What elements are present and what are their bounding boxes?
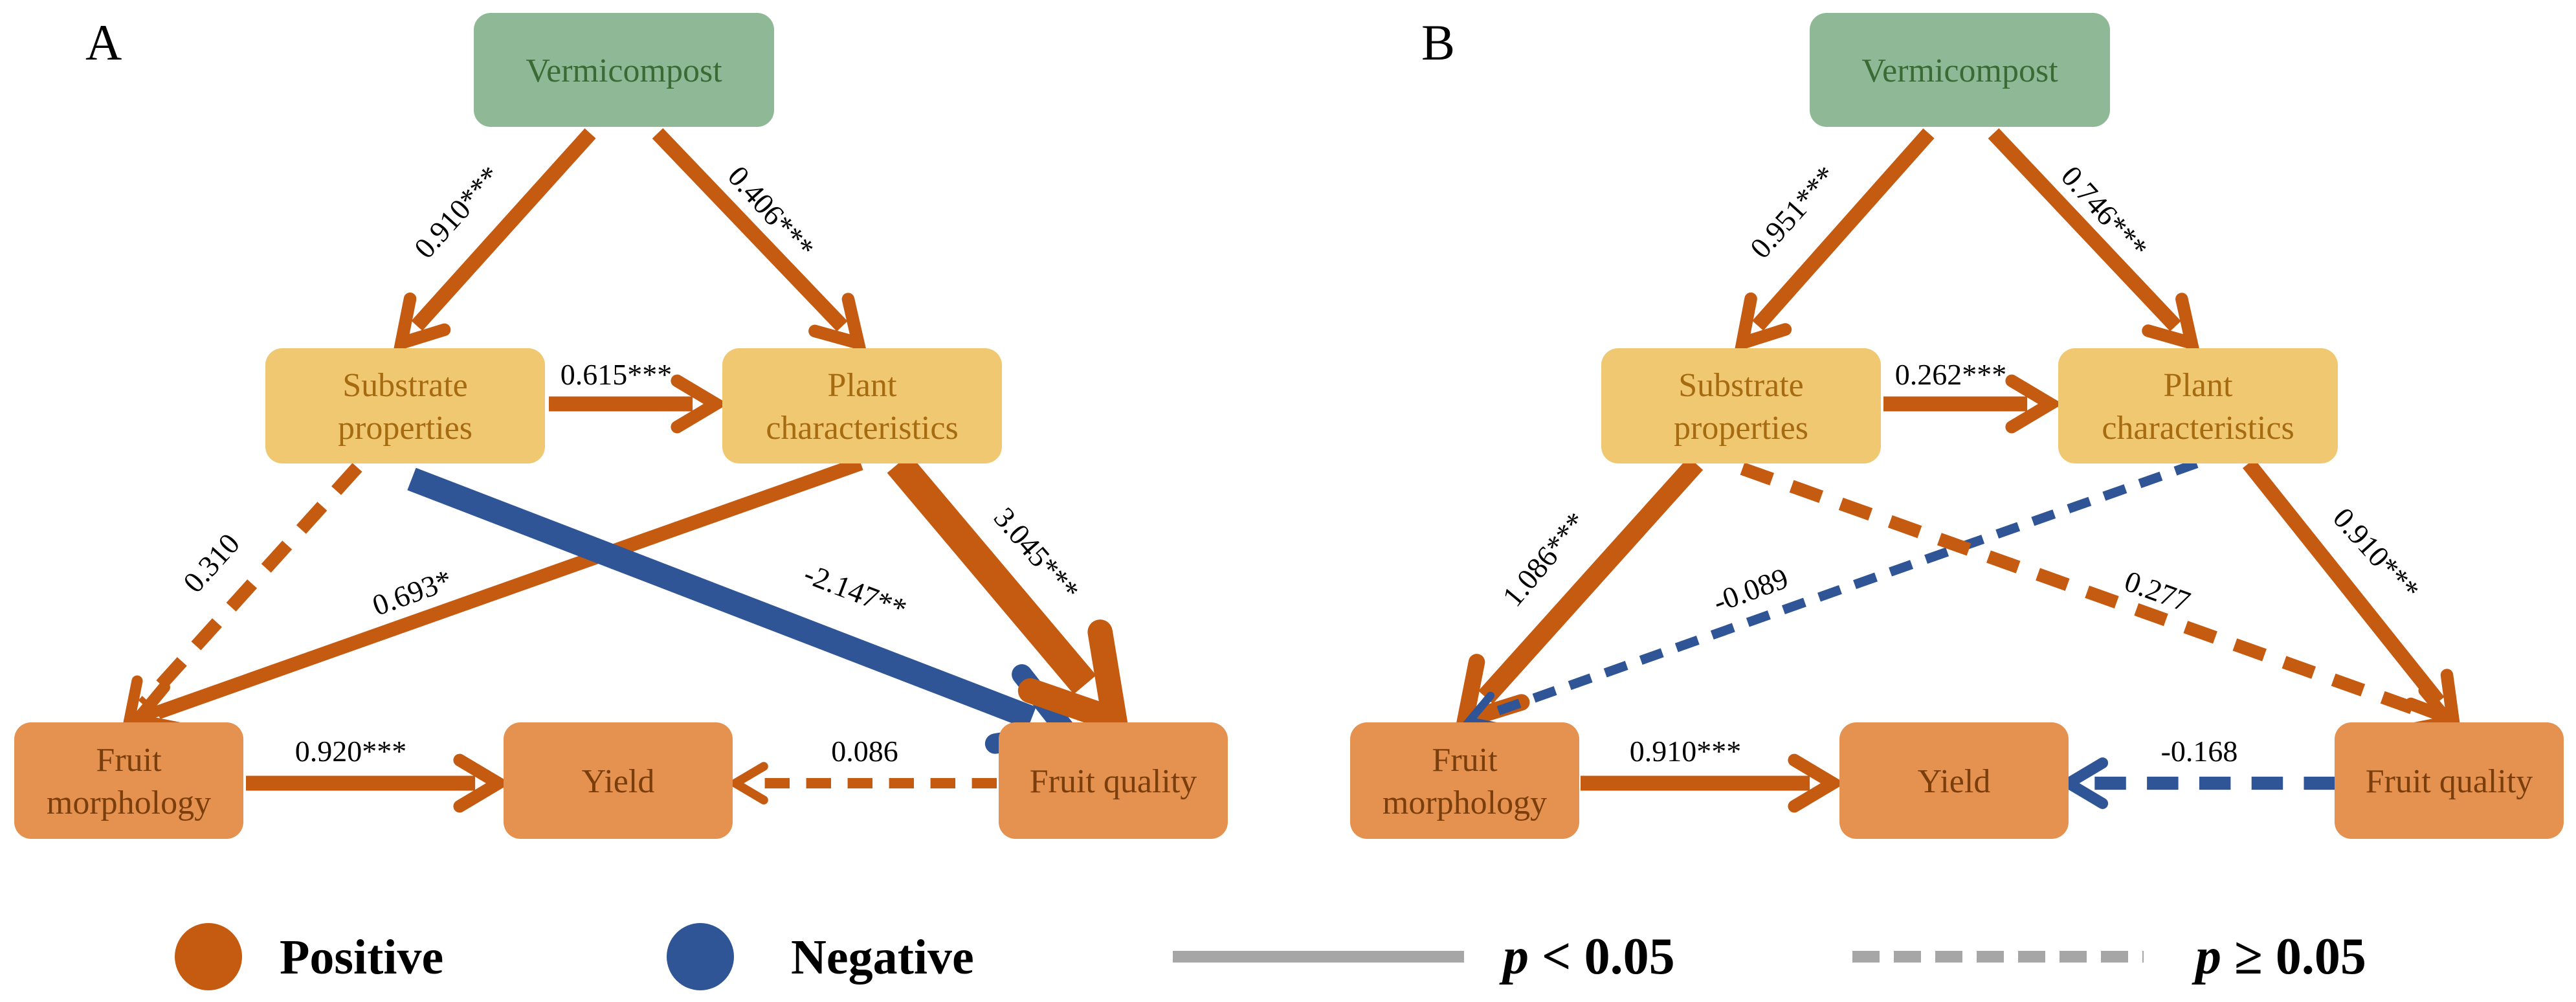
legend-negative-marker	[667, 923, 734, 990]
node-morphology: Fruit morphology	[14, 722, 243, 839]
node-plant: Plant characteristics	[2058, 348, 2338, 463]
node-label: characteristics	[766, 410, 958, 447]
node-substrate: Substrate properties	[265, 348, 545, 463]
path-vermicompost-to-substrate-shaft	[411, 128, 596, 331]
coefficient-label: 0.615***	[561, 358, 672, 391]
node-quality: Fruit quality	[999, 722, 1228, 839]
node-box	[999, 722, 1228, 839]
node-box	[265, 348, 545, 463]
node-box	[1350, 722, 1579, 839]
path-substrate-to-quality-shaft	[407, 467, 1036, 729]
path-morphology-to-yield-arrowhead	[453, 753, 511, 813]
coefficient-label: 0.910***	[1630, 735, 1742, 768]
paths	[122, 128, 1131, 813]
node-label: Yield	[1918, 763, 1991, 800]
node-box	[2335, 722, 2564, 839]
path-substrate-to-quality-shaft	[1740, 462, 2432, 720]
coefficient-label: 0.086	[831, 735, 898, 768]
node-label: Vermicompost	[526, 52, 722, 89]
node-label: Yield	[582, 763, 655, 800]
node-substrate: Substrate properties	[1601, 348, 1881, 463]
node-label: Fruit	[96, 742, 162, 779]
path-vermicompost-to-plant-arrowhead	[808, 293, 867, 352]
path-substrate-to-plant-arrowhead	[2005, 374, 2063, 434]
legend-negative-label: Negative	[791, 930, 974, 985]
legend: Positive Negative p < 0.05 p ≥ 0.05	[175, 923, 2366, 990]
node-label: morphology	[47, 785, 211, 821]
panel-letter: A	[85, 14, 122, 71]
node-label: Fruit	[1432, 742, 1498, 779]
node-box	[1810, 13, 2110, 127]
node-label: properties	[1674, 410, 1808, 447]
node-vermicompost: Vermicompost	[1810, 13, 2110, 127]
path-substrate-to-morphology-arrowhead	[122, 675, 173, 728]
node-label: Vermicompost	[1861, 52, 2058, 89]
node-label: Substrate	[1678, 367, 1804, 404]
node-label: Fruit quality	[2366, 763, 2533, 800]
node-box	[2058, 348, 2338, 463]
node-label: morphology	[1382, 785, 1547, 821]
node-box	[722, 348, 1002, 463]
node-yield: Yield	[504, 722, 733, 839]
node-box	[504, 722, 733, 839]
path-vermicompost-to-substrate-shaft	[1752, 128, 1935, 331]
node-box	[1601, 348, 1881, 463]
path-plant-to-quality-shaft	[887, 454, 1096, 695]
path-vermicompost-to-plant-shaft	[1988, 128, 2181, 331]
node-box	[14, 722, 243, 839]
paths	[1454, 128, 2461, 813]
node-box	[474, 13, 774, 127]
node-label: characteristics	[2102, 410, 2294, 447]
node-label: Substrate	[342, 367, 468, 404]
path-plant-to-quality-arrowhead	[1017, 619, 1131, 739]
node-box	[1839, 722, 2069, 839]
path-plant-to-quality-shaft	[2243, 458, 2445, 707]
legend-positive-label: Positive	[280, 930, 443, 985]
legend-positive-marker	[175, 923, 242, 990]
coefficient-label: 0.920***	[295, 735, 407, 768]
node-quality: Fruit quality	[2335, 722, 2564, 839]
legend-nonsignificant-text: p ≥ 0.05	[2192, 928, 2366, 985]
path-substrate-to-morphology-shaft	[138, 463, 362, 709]
legend-significant-text: p < 0.05	[1499, 928, 1675, 985]
node-vermicompost: Vermicompost	[474, 13, 774, 127]
path-substrate-to-morphology-shaft	[1478, 456, 1704, 704]
node-yield: Yield	[1839, 722, 2069, 839]
node-label: properties	[338, 410, 472, 447]
node-plant: Plant characteristics	[722, 348, 1002, 463]
path-plant-to-quality-arrowhead	[2404, 669, 2461, 729]
panel-letter: B	[1421, 14, 1455, 71]
path-morphology-to-yield-arrowhead	[1788, 753, 1846, 813]
path-substrate-to-plant-arrowhead	[671, 374, 729, 434]
node-morphology: Fruit morphology	[1350, 722, 1579, 839]
path-quality-to-yield-arrowhead	[726, 762, 768, 805]
node-label: Fruit quality	[1030, 763, 1197, 800]
path-plant-to-morphology-shaft	[155, 456, 863, 719]
path-vermicompost-to-substrate-arrowhead	[393, 292, 451, 353]
coefficient-label: -0.168	[2161, 735, 2238, 768]
coefficient-label: 0.262***	[1895, 358, 2007, 391]
path-plant-to-morphology-shaft	[1483, 459, 2199, 720]
node-label: Plant	[2164, 367, 2233, 404]
node-label: Plant	[828, 367, 897, 404]
path-vermicompost-to-plant-arrowhead	[2142, 293, 2201, 352]
path-vermicompost-to-substrate-arrowhead	[1734, 292, 1792, 353]
path-vermicompost-to-plant-shaft	[652, 128, 848, 332]
